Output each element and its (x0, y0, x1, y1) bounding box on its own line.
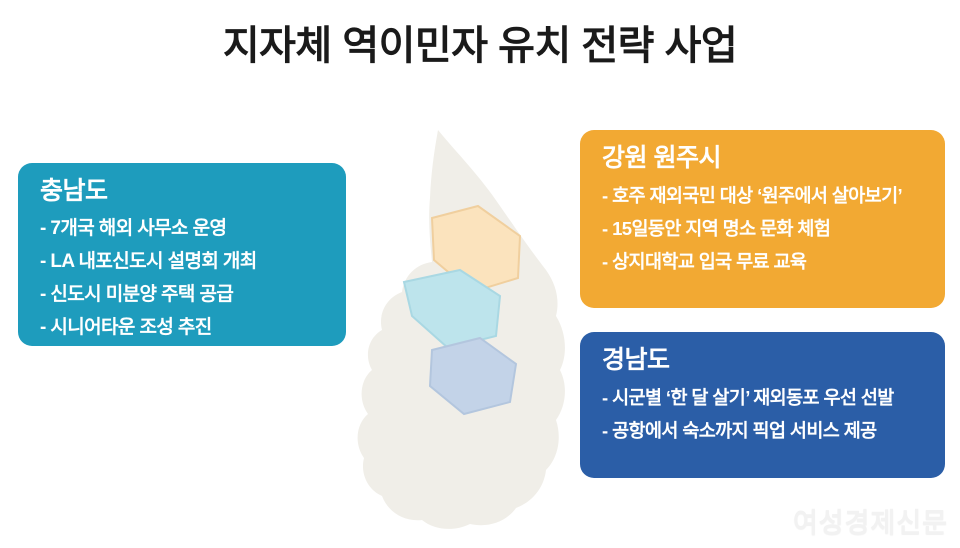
list-item: - 상지대학교 입국 무료 교육 (602, 250, 807, 272)
korea-map-illustration (357, 110, 600, 535)
list-item: - 공항에서 숙소까지 픽업 서비스 제공 (602, 419, 877, 441)
map-region-gyeongnam (428, 336, 518, 416)
list-item: - 호주 재외국민 대상 ‘원주에서 살아보기’ (602, 184, 903, 206)
list-item: - 시군별 ‘한 달 살기’ 재외동포 우선 선발 (602, 386, 894, 408)
list-item: - 신도시 미분양 주택 공급 (40, 283, 234, 305)
list-item: - 15일동안 지역 명소 문화 체험 (602, 217, 831, 239)
map-region-chungnam (402, 268, 502, 350)
card-gangwon-wonju[interactable]: 강원 원주시 - 호주 재외국민 대상 ‘원주에서 살아보기’ - 15일동안 … (580, 130, 945, 308)
card-chungnam-title: 충남도 (40, 177, 108, 205)
card-gyeongnam[interactable]: 경남도 - 시군별 ‘한 달 살기’ 재외동포 우선 선발 - 공항에서 숙소까… (580, 332, 945, 478)
card-chungnam-list: - 7개국 해외 사무소 운영 - LA 내포신도시 설명회 개최 - 신도시 … (40, 212, 328, 344)
card-gangwon-wonju-title: 강원 원주시 (602, 144, 721, 172)
card-gyeongnam-title: 경남도 (602, 346, 670, 374)
card-gyeongnam-list: - 시군별 ‘한 달 살기’ 재외동포 우선 선발 - 공항에서 숙소까지 픽업… (602, 381, 927, 447)
card-chungnam[interactable]: 충남도 - 7개국 해외 사무소 운영 - LA 내포신도시 설명회 개최 - … (18, 163, 346, 346)
list-item: - 시니어타운 조성 추진 (40, 316, 212, 338)
page-title: 지자체 역이민자 유치 전략 사업 (222, 24, 738, 68)
card-gangwon-wonju-list: - 호주 재외국민 대상 ‘원주에서 살아보기’ - 15일동안 지역 명소 문… (602, 179, 927, 278)
publisher-watermark: 여성경제신문 (792, 508, 948, 538)
list-item: - LA 내포신도시 설명회 개최 (40, 250, 257, 272)
list-item: - 7개국 해외 사무소 운영 (40, 217, 227, 239)
